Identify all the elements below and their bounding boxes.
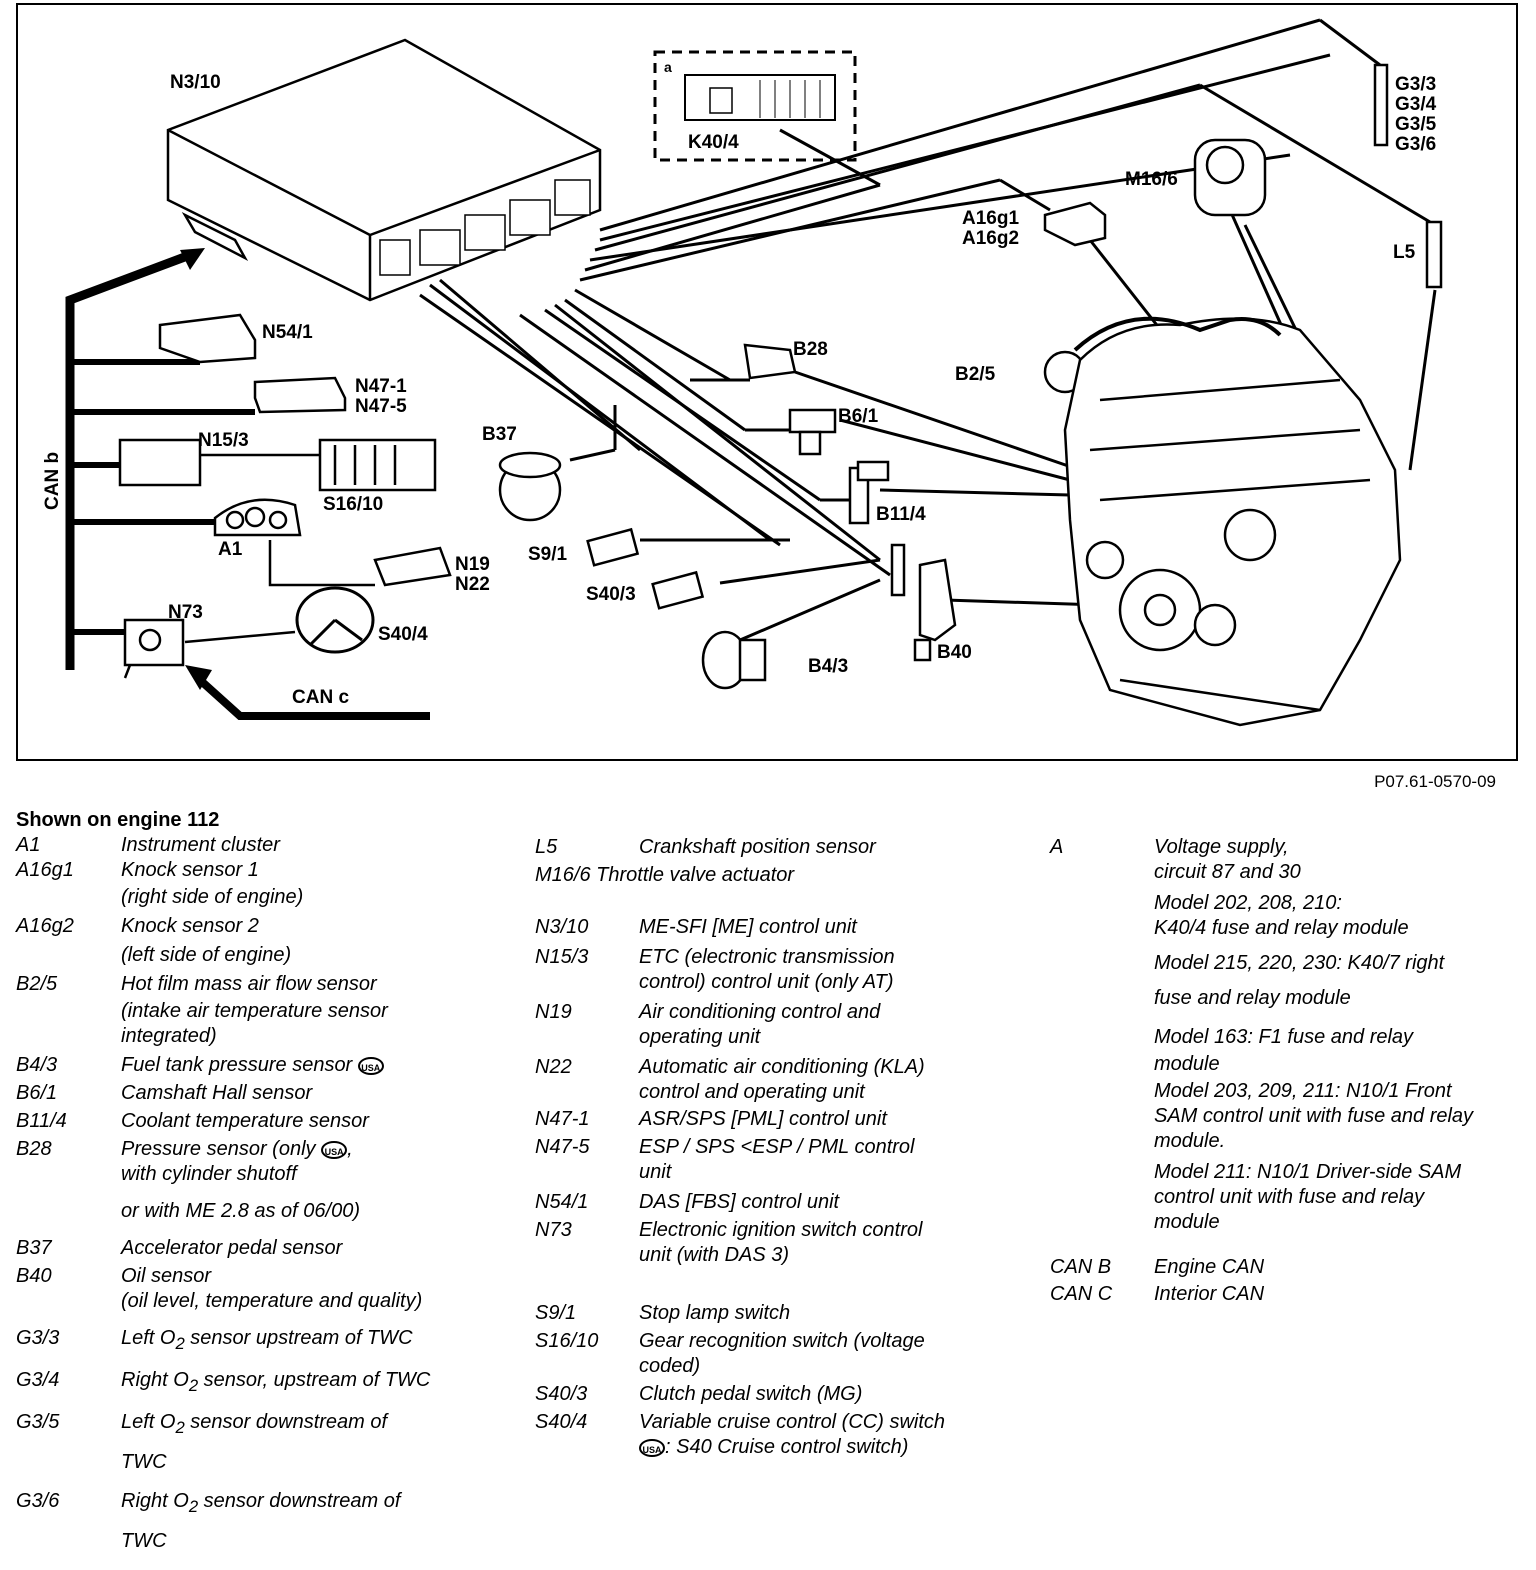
label-g3-6: G3/6 bbox=[1395, 134, 1436, 155]
label-b2-5: B2/5 bbox=[955, 364, 996, 385]
fuse-box-k40-4 bbox=[653, 50, 857, 162]
throttle-actuator-m16-6 bbox=[1193, 138, 1267, 217]
label-n19: N19 bbox=[455, 554, 490, 575]
engine-112 bbox=[1063, 316, 1402, 727]
sensor-b37 bbox=[498, 451, 562, 522]
usa-icon: USA bbox=[639, 1438, 665, 1457]
legend-column-3: A Voltage supply, circuit 87 and 30 Mode… bbox=[1050, 835, 1520, 1307]
wiring-diagram: N3/10 a K40/4 G3/3 G3/4 G3/5 G3/6 M16/6 … bbox=[16, 3, 1518, 761]
label-a16g1: A16g1 bbox=[962, 208, 1019, 229]
label-b11-4: B11/4 bbox=[876, 504, 926, 525]
diagram-labels: N3/10 a K40/4 G3/3 G3/4 G3/5 G3/6 M16/6 … bbox=[42, 59, 1437, 708]
label-n47-5: N47-5 bbox=[355, 396, 407, 417]
module-n47 bbox=[253, 376, 347, 414]
sensor-b4-3 bbox=[701, 630, 767, 690]
label-b37: B37 bbox=[482, 424, 517, 445]
label-n22: N22 bbox=[455, 574, 490, 595]
label-b28: B28 bbox=[793, 339, 828, 360]
label-s16-10: S16/10 bbox=[323, 494, 383, 515]
can-b-bus bbox=[65, 248, 255, 670]
instrument-cluster-a1 bbox=[213, 498, 302, 537]
label-g3-3: G3/3 bbox=[1395, 74, 1436, 95]
label-can-b: CAN b bbox=[42, 452, 63, 510]
control-unit-n3-10 bbox=[166, 38, 602, 302]
label-g3-5: G3/5 bbox=[1395, 114, 1437, 135]
switch-s16-10 bbox=[318, 438, 437, 492]
label-n54-1: N54/1 bbox=[262, 322, 313, 343]
label-k40-4: K40/4 bbox=[688, 132, 739, 153]
legend-item: A Voltage supply, circuit 87 and 30 Mode… bbox=[1050, 836, 1474, 1233]
label-n15-3: N15/3 bbox=[198, 430, 249, 451]
label-can-c: CAN c bbox=[292, 687, 349, 708]
label-s9-1: S9/1 bbox=[528, 544, 568, 565]
sensor-b40 bbox=[890, 543, 957, 662]
steering-wheel-s40-4 bbox=[295, 586, 375, 654]
label-l5: L5 bbox=[1393, 242, 1416, 263]
legend-item: M16/6 Throttle valve actuator bbox=[535, 864, 795, 886]
label-b4-3: B4/3 bbox=[808, 656, 848, 677]
label-n3-10: N3/10 bbox=[170, 72, 221, 93]
label-a: a bbox=[664, 59, 672, 75]
usa-icon: USA bbox=[357, 1056, 384, 1075]
legend-heading: Shown on engine 112 bbox=[16, 809, 220, 831]
sensor-b28 bbox=[743, 343, 797, 380]
sensor-b6-1 bbox=[788, 408, 837, 456]
switch-s40-3 bbox=[651, 570, 705, 610]
label-g3-4: G3/4 bbox=[1395, 94, 1437, 115]
label-n47-1: N47-1 bbox=[355, 376, 407, 397]
label-m16-6: M16/6 bbox=[1125, 169, 1178, 190]
figure-code: P07.61-0570-09 bbox=[1374, 772, 1496, 791]
module-n15-3 bbox=[118, 438, 202, 487]
knock-sensor-a16 bbox=[1043, 201, 1107, 247]
label-b40: B40 bbox=[937, 642, 972, 663]
label-n73: N73 bbox=[168, 602, 203, 623]
ac-unit-n19-n22 bbox=[373, 546, 452, 587]
label-a1: A1 bbox=[218, 539, 243, 560]
label-s40-3: S40/3 bbox=[586, 584, 636, 605]
usa-icon: USA bbox=[321, 1140, 348, 1159]
switch-s9-1 bbox=[586, 527, 640, 567]
label-s40-4: S40/4 bbox=[378, 624, 428, 645]
crank-sensor-l5 bbox=[1425, 220, 1443, 289]
o2-sensor-g3 bbox=[1373, 63, 1389, 147]
sensor-b11-4 bbox=[848, 460, 890, 525]
can-c-bus bbox=[185, 665, 430, 720]
module-n54-1 bbox=[158, 313, 257, 364]
ignition-switch-n73 bbox=[123, 618, 185, 679]
label-b6-1: B6/1 bbox=[838, 406, 879, 427]
harness-lines bbox=[419, 18, 1437, 642]
label-a16g2: A16g2 bbox=[962, 228, 1019, 249]
